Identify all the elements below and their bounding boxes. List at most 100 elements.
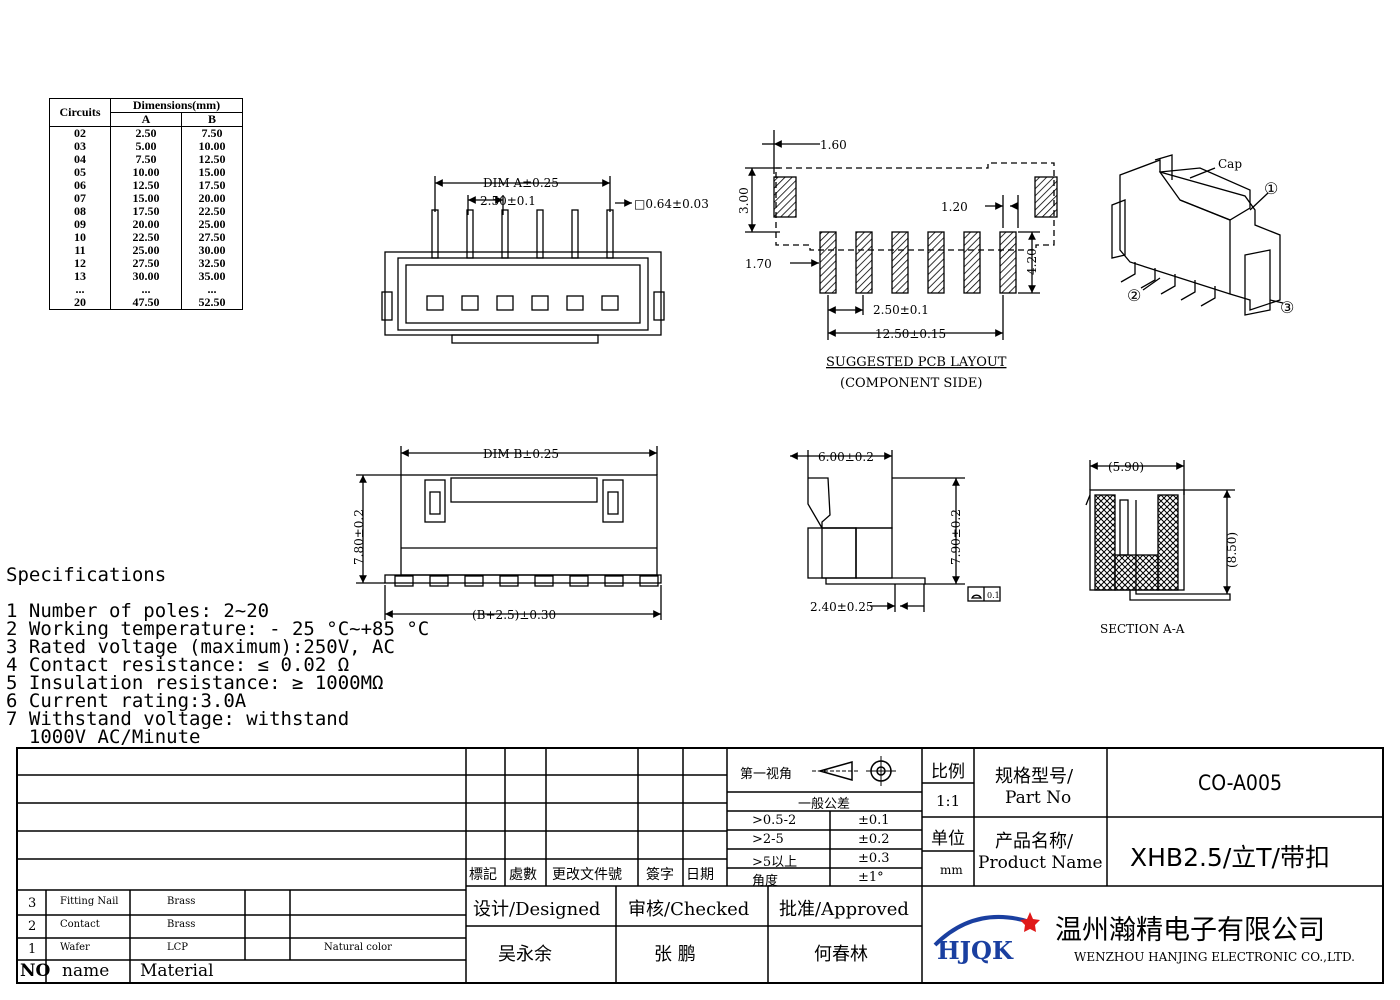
pcb-subtitle: (COMPONENT SIDE) <box>840 376 982 391</box>
bom-material: LCP <box>167 942 189 953</box>
cell-b: 7.50 <box>181 126 243 140</box>
cell-a: 25.00 <box>110 244 182 257</box>
front-height-label: 7.80±0.2 <box>352 509 366 565</box>
section-label: SECTION A-A <box>1100 622 1185 636</box>
unit-value: mm <box>940 863 963 877</box>
spec-line: 5 Insulation resistance: ≥ 1000MΩ <box>6 672 384 694</box>
pcb-title: SUGGESTED PCB LAYOUT <box>826 355 1007 370</box>
cell-a: 27.50 <box>110 257 182 270</box>
tolerance-value: ±0.2 <box>858 832 890 847</box>
cell-a: 12.50 <box>110 179 182 192</box>
tolerance-range: >5以上 <box>752 855 798 870</box>
top-pin <box>606 209 614 259</box>
pcb-pad <box>855 231 873 294</box>
general-tolerance-label: 一般公差 <box>798 797 851 812</box>
pcb-d120-label: 1.20 <box>941 200 968 214</box>
side-width-label: 6.00±0.2 <box>818 450 874 464</box>
front-pin <box>499 575 519 587</box>
cell-a: 30.00 <box>110 270 182 283</box>
top-view-drawing <box>381 176 665 344</box>
cell-circuits: 04 <box>49 153 111 166</box>
pcb-d160-label: 1.60 <box>820 138 847 152</box>
tolerance-range: 角度 <box>752 874 779 889</box>
tolerance-range: >2-5 <box>752 832 784 847</box>
pcb-d300-label: 3.00 <box>737 187 751 214</box>
bom-header-no: NO <box>20 961 51 981</box>
top-pitch-label: 2.50±0.1 <box>480 194 536 208</box>
cell-b: 35.00 <box>181 270 243 283</box>
bom-name: Wafer <box>60 942 90 953</box>
rev-header-doc: 更改文件號 <box>552 867 622 883</box>
section-height-label: (8.50) <box>1225 532 1239 568</box>
front-dim-b-label: DIM B±0.25 <box>483 447 559 461</box>
spec-line: 1 Number of poles: 2~20 <box>6 600 270 622</box>
iso-pin <box>1200 286 1216 307</box>
cell-b: 12.50 <box>181 153 243 166</box>
top-pin <box>466 209 474 259</box>
iso-pin <box>1180 280 1196 301</box>
isometric-drawing <box>1111 154 1284 316</box>
bom-name: Contact <box>60 919 100 930</box>
top-pin-base <box>496 295 514 311</box>
cell-a: 7.50 <box>110 153 182 166</box>
cell-b: 10.00 <box>181 140 243 153</box>
checker-name: 张 鹏 <box>654 944 696 965</box>
top-pin-base <box>566 295 584 311</box>
pcb-pad <box>963 231 981 294</box>
front-view-drawing <box>356 446 662 620</box>
cell-b: 52.50 <box>181 296 243 310</box>
iso-callout-3: ③ <box>1280 298 1294 317</box>
top-pin-base <box>461 295 479 311</box>
product-label-en: Product Name <box>978 853 1103 873</box>
front-pin <box>429 575 449 587</box>
bom-material: Brass <box>167 896 196 907</box>
cell-a: 15.00 <box>110 192 182 205</box>
spec-line: 4 Contact resistance: ≤ 0.02 Ω <box>6 654 350 676</box>
side-offset-label: 2.40±0.25 <box>810 600 874 614</box>
bom-no: 1 <box>28 942 37 957</box>
bom-header-name: name <box>62 961 110 981</box>
cell-b: 32.50 <box>181 257 243 270</box>
cell-b: 15.00 <box>181 166 243 179</box>
pcb-d170-label: 1.70 <box>745 257 772 271</box>
spec-line: 6 Current rating:3.0A <box>6 690 247 712</box>
rev-header-date: 日期 <box>686 867 714 883</box>
cell-b: 30.00 <box>181 244 243 257</box>
checked-label: 审核/Checked <box>628 899 750 920</box>
unit-label: 单位 <box>931 829 965 849</box>
side-view-drawing <box>790 450 1001 612</box>
logo-text: HJQK <box>937 936 1014 965</box>
cell-b: 17.50 <box>181 179 243 192</box>
title-block-frame <box>16 747 1384 984</box>
tolerance-value: ±1° <box>858 870 884 885</box>
bom-no: 2 <box>28 919 37 934</box>
header-b: B <box>181 112 243 127</box>
company-logo: HJQK <box>933 912 1040 965</box>
rev-header-count: 處數 <box>509 867 537 883</box>
top-pin <box>431 209 439 259</box>
header-dimensions: Dimensions(mm) <box>110 98 243 113</box>
cell-b: 25.00 <box>181 218 243 231</box>
bom-no: 3 <box>28 896 37 911</box>
approver-name: 何春林 <box>814 944 868 965</box>
company-name-en: WENZHOU HANJING ELECTRONIC CO.,LTD. <box>1074 950 1355 964</box>
cell-a: 47.50 <box>110 296 182 310</box>
iso-pin <box>1160 274 1176 295</box>
top-pin <box>571 209 579 259</box>
cell-circuits: 07 <box>49 192 111 205</box>
side-flat-label: 0.1 <box>987 591 1000 600</box>
front-pin <box>464 575 484 587</box>
designer-name: 吴永余 <box>498 944 552 965</box>
pcb-total-label: 12.50±0.15 <box>875 327 946 341</box>
iso-callout-2: ② <box>1127 286 1141 305</box>
cell-circuits: 05 <box>49 166 111 179</box>
